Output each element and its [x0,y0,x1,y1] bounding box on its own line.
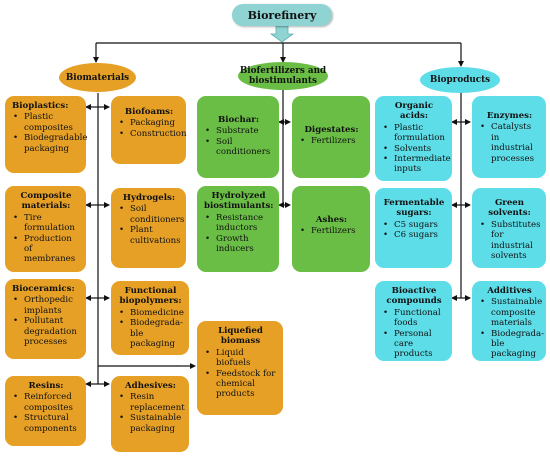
list-item: Biodegrada-ble packaging [480,329,544,360]
box-title: Green solvents: [488,198,531,219]
liquefied-biomass-box: Liquefied biomass Liquid biofuels Feedst… [197,321,283,415]
biochar-box: Biochar: Substrate Soil conditioners [197,96,279,178]
box-title: Composite materials: [20,191,72,212]
hydrolyzed-biostimulants-box: Hydrolyzed biostimulants: Resistance ind… [197,186,279,272]
green-solvents-box: Green solvents: Substitutes for industri… [472,188,546,268]
list-item: C5 sugars [383,220,446,231]
biofoams-box: Biofoams: Packaging Construction [111,96,187,164]
list-item: Substrate [205,126,273,137]
enzymes-box: Enzymes: Catalysts in industrial process… [472,96,546,178]
adhesives-box: Adhesives: Resin replacement Sustainable… [111,376,189,452]
list-item: Substitutes for industrial solvents [480,220,540,262]
list-item: Sustainable packaging [119,413,183,434]
box-title: Enzymes: [486,111,533,121]
list-item: Sustainable composite materials [480,297,542,328]
list-item: Plastic composites [13,112,80,133]
organic-acids-box: Organic acids: Plastic formulation Solve… [375,96,452,181]
list-item: Resin replacement [119,392,185,413]
list-item: Production of membranes [13,234,80,265]
box-title: Hydrogels: [122,193,176,203]
resins-box: Resins: Reinforced composites Structural… [5,376,86,446]
list-item: Growth inducers [205,234,273,255]
bioproducts-category: Bioproducts [420,67,500,93]
box-title: Biofoams: [124,107,174,117]
list-item: Structural components [13,413,80,434]
list-item: Reinforced composites [13,392,80,413]
box-title: Bioceramics: [12,284,75,294]
box-title: Liquefied biomass [218,326,263,347]
composite-materials-box: Composite materials: Tire formulation Pr… [5,186,86,272]
box-title: Functional biopolymers: [119,286,182,307]
fermentable-sugars-box: Fermentable sugars: C5 sugars C6 sugars [375,188,452,268]
box-title: Bioactive compounds [386,286,442,307]
list-item: Plastic formulation [383,123,446,144]
box-title: Additives [487,286,532,296]
functional-biopolymers-box: Functional biopolymers: Biomedicine Biod… [111,281,189,355]
list-item: Packaging [119,118,180,129]
list-item: Tire formulation [13,213,80,234]
box-title: Bioplastics: [12,101,69,111]
list-item: Liquid biofuels [205,348,277,369]
hydrogels-box: Hydrogels: Soil conditioners Plant culti… [111,188,186,268]
list-item: Orthopedic implants [13,295,80,316]
list-item: Functional foods [383,308,446,329]
list-item: Pollutant degradation processes [13,316,80,347]
box-title: Biochar: [217,115,259,125]
bioplastics-box: Bioplastics: Plastic composites Biodegra… [5,96,88,173]
ashes-box: Ashes: Fertilizers [292,186,370,272]
box-title: Fermentable sugars: [383,198,445,219]
box-title: Organic acids: [394,101,434,122]
list-item: Biomedicine [119,308,184,319]
list-item: C6 sugars [383,230,446,241]
additives-box: Additives Sustainable composite material… [472,281,546,361]
list-item: Construction [119,129,187,140]
list-item: Catalysts in industrial processes [480,122,540,164]
box-title: Digestates: [304,125,359,135]
box-title: Adhesives: [125,381,176,391]
root-down-arrow [269,25,295,43]
box-title: Hydrolyzed biostimulants: [204,191,274,212]
bioceramics-box: Bioceramics: Orthopedic implants Polluta… [5,279,86,359]
list-item: Biodegradable packaging [13,133,88,154]
box-title: Resins: [28,381,64,391]
list-item: Soil conditioners [205,137,273,158]
digestates-box: Digestates: Fertilizers [292,96,370,178]
list-item: Biodegrada-ble packaging [119,318,183,349]
list-item: Resistance inductors [205,213,273,234]
bioactive-compounds-box: Bioactive compounds Functional foods Per… [375,281,452,361]
list-item: Personal care products [383,329,446,360]
list-item: Feedstock for chemical products [205,369,277,400]
list-item: Soil conditioners [119,204,184,225]
list-item: Solvents [383,144,446,155]
box-title: Ashes: [315,215,348,225]
list-item: Fertilizers [300,136,364,147]
list-item: Fertilizers [300,226,364,237]
biofertilizers-category: Biofertilizers and biostimulants [238,62,328,90]
biomaterials-category: Biomaterials [59,63,136,92]
biorefinery-root-node: Biorefinery [232,4,332,26]
list-item: Intermediate inputs [383,154,451,175]
list-item: Plant cultivations [119,225,181,246]
